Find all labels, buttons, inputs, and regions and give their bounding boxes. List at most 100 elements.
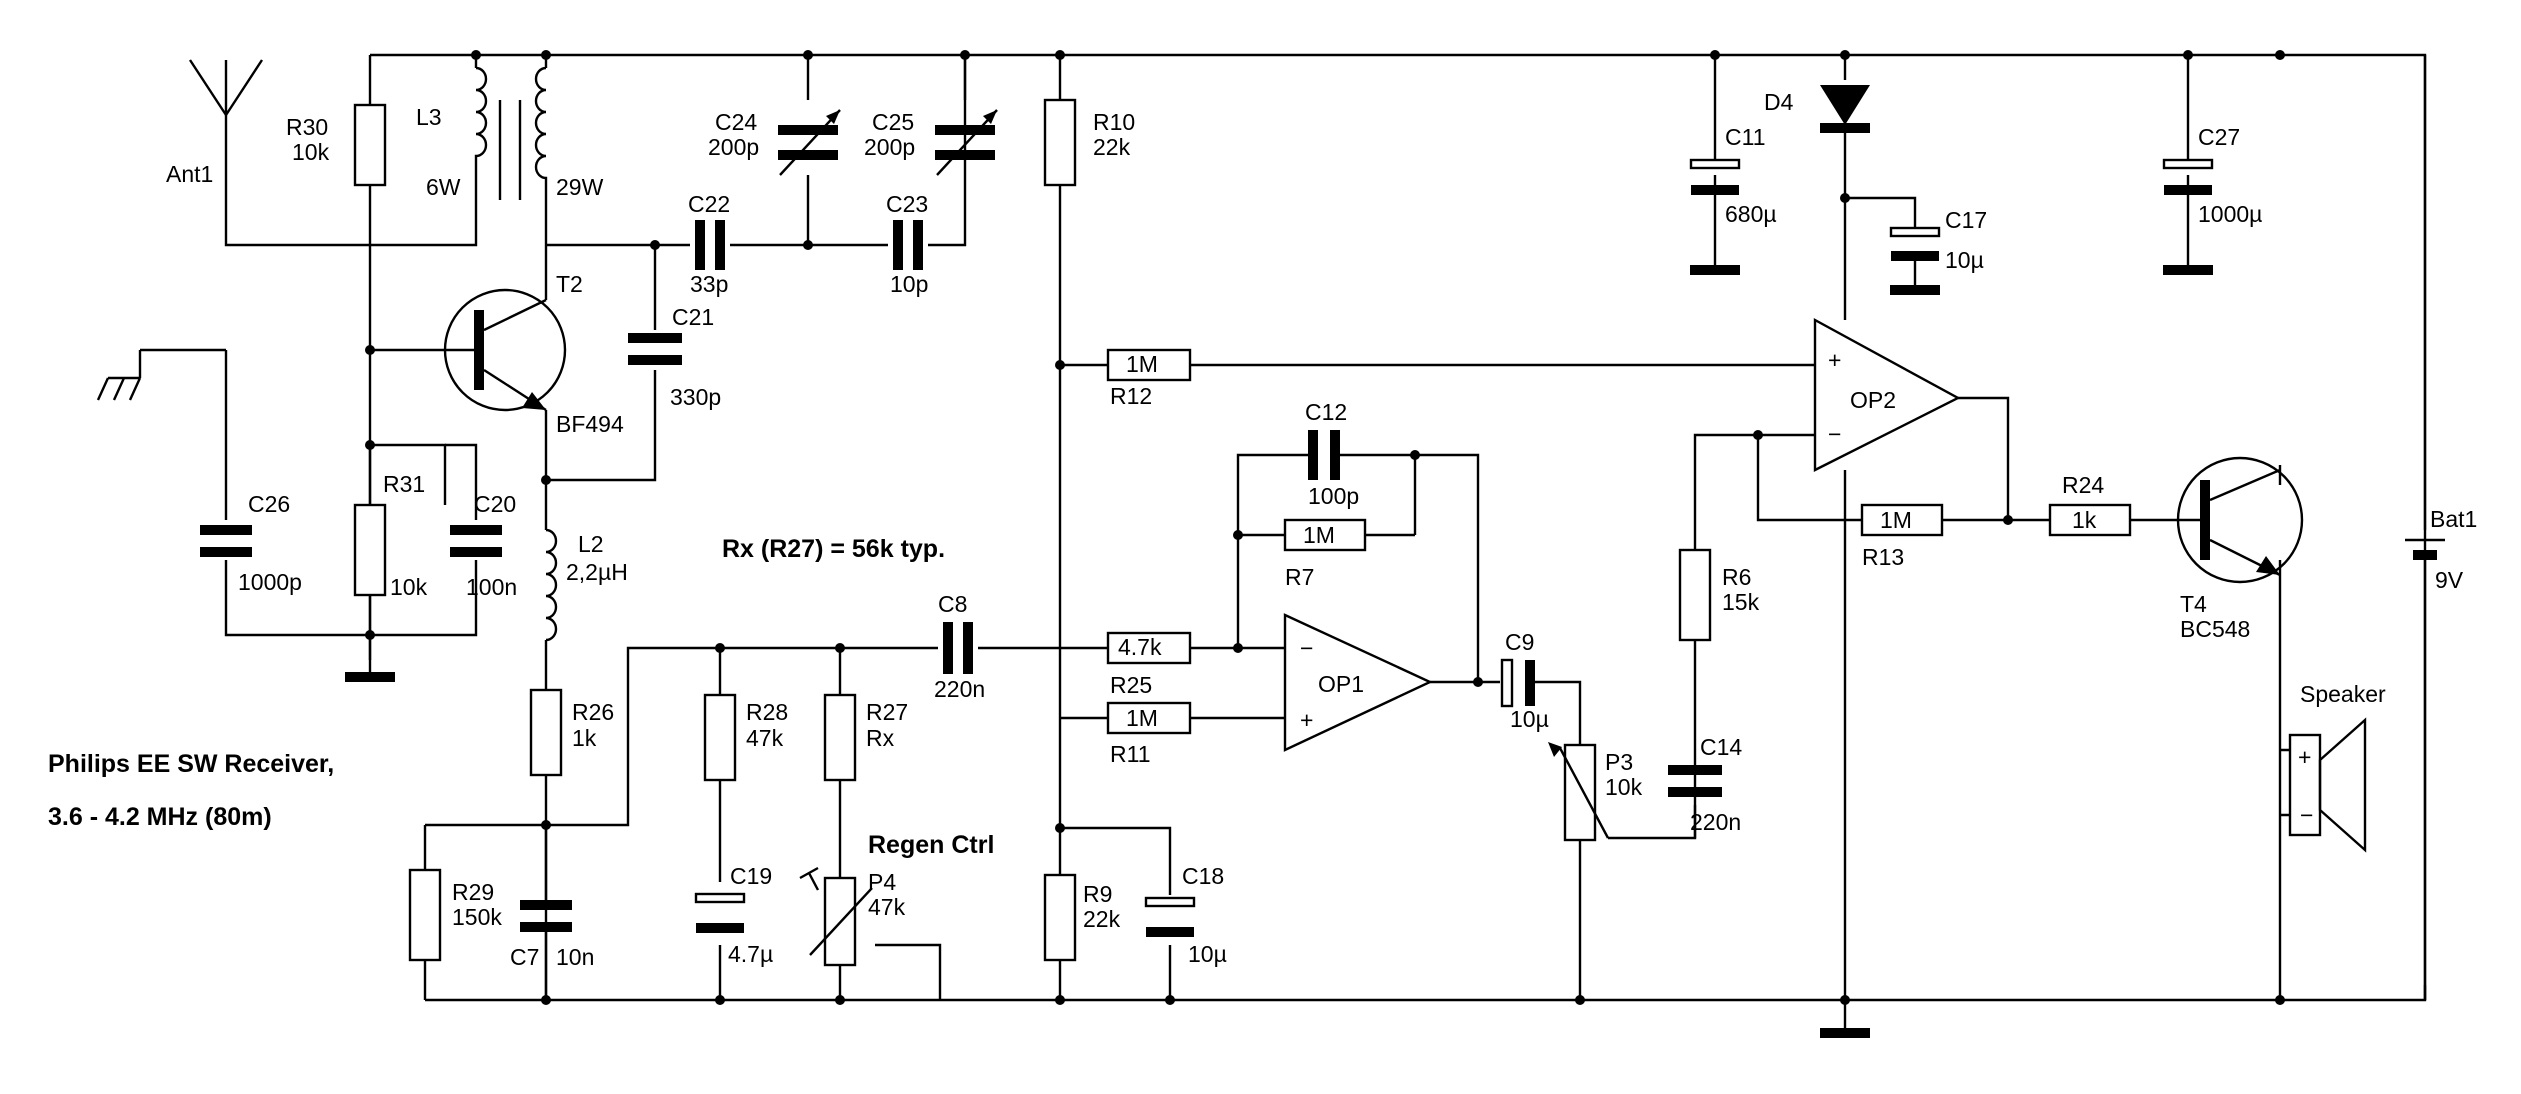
resistor-r26: R26 1k (529, 688, 614, 777)
antenna-ant1: Ant1 (166, 59, 264, 187)
svg-text:9V: 9V (2435, 567, 2464, 593)
transformer-l3: L3 6W 29W (416, 66, 604, 200)
svg-text:C25: C25 (872, 109, 914, 135)
chassis-ground-icon (96, 350, 142, 401)
capacitor-c17: C17 10µ (1889, 207, 1987, 273)
svg-text:10µ: 10µ (1510, 706, 1549, 732)
resistor-r6: R6 15k (1678, 548, 1760, 642)
resistor-r9: R9 22k (1043, 873, 1121, 962)
svg-text:C20: C20 (474, 491, 516, 517)
svg-text:C7: C7 (510, 944, 539, 970)
svg-text:15k: 15k (1722, 589, 1760, 615)
capacitor-c8: C8 220n (934, 591, 985, 702)
potentiometer-p3: P3 10k (1548, 742, 1643, 842)
svg-text:R31: R31 (383, 471, 425, 497)
svg-text:C8: C8 (938, 591, 967, 617)
svg-text:10k: 10k (390, 574, 428, 600)
speaker-icon: + − Speaker (2288, 681, 2386, 853)
svg-text:1M: 1M (1303, 522, 1335, 548)
capacitor-c21: C21 330p (628, 304, 721, 410)
svg-text:C26: C26 (248, 491, 290, 517)
svg-text:C19: C19 (730, 863, 772, 889)
svg-text:Rx: Rx (866, 725, 895, 751)
svg-text:47k: 47k (746, 725, 784, 751)
inductor-l2: L2 2,2µH (545, 528, 628, 642)
svg-text:C17: C17 (1945, 207, 1987, 233)
capacitor-c20: C20 100n (450, 491, 517, 600)
trimmer-capacitor-c25: C25 200p (864, 109, 998, 176)
svg-text:C18: C18 (1182, 863, 1224, 889)
svg-text:29W: 29W (556, 174, 604, 200)
svg-text:+: + (1300, 707, 1313, 733)
svg-text:+: + (2298, 744, 2311, 770)
svg-text:Bat1: Bat1 (2430, 506, 2477, 532)
svg-text:R25: R25 (1110, 672, 1152, 698)
svg-text:220n: 220n (1690, 809, 1741, 835)
resistor-r30: R30 10k (286, 103, 387, 187)
svg-text:R7: R7 (1285, 564, 1314, 590)
resistor-r10: R10 22k (1043, 98, 1135, 187)
capacitor-c7: C7 10n (510, 825, 594, 1000)
resistor-r25: 4.7k R25 (1106, 631, 1192, 698)
svg-text:R12: R12 (1110, 383, 1152, 409)
svg-text:−: − (1300, 635, 1313, 661)
resistor-r12: 1M R12 (1106, 348, 1192, 409)
capacitor-c27: C27 1000µ (2162, 124, 2262, 227)
resistor-r31: R31 10k (353, 471, 428, 600)
capacitor-c22: C22 33p (688, 191, 730, 297)
transistor-t2: T2 BF494 (443, 271, 624, 437)
resistor-r7: 1M R7 (1283, 518, 1367, 590)
svg-text:22k: 22k (1083, 906, 1121, 932)
svg-text:D4: D4 (1764, 89, 1794, 115)
svg-text:R27: R27 (866, 699, 908, 725)
svg-text:+: + (1828, 347, 1841, 373)
svg-text:6W: 6W (426, 174, 461, 200)
svg-text:680µ: 680µ (1725, 201, 1777, 227)
svg-text:OP2: OP2 (1850, 387, 1896, 413)
svg-text:R11: R11 (1110, 741, 1151, 767)
capacitor-c14: C14 220n (1668, 734, 1742, 835)
junction-dots (365, 50, 2285, 1005)
svg-text:1k: 1k (2072, 507, 2097, 533)
capacitor-c9: C9 10µ (1500, 629, 1549, 732)
svg-text:1M: 1M (1126, 705, 1158, 731)
svg-text:C14: C14 (1700, 734, 1742, 760)
svg-text:4.7k: 4.7k (1118, 634, 1162, 660)
svg-text:P4: P4 (868, 869, 896, 895)
svg-text:R26: R26 (572, 699, 614, 725)
battery-bat1: Bat1 9V (2405, 55, 2477, 1000)
svg-text:1M: 1M (1126, 351, 1158, 377)
svg-text:2,2µH: 2,2µH (566, 559, 628, 585)
svg-text:C22: C22 (688, 191, 730, 217)
svg-text:R28: R28 (746, 699, 788, 725)
svg-text:L3: L3 (416, 104, 442, 130)
capacitor-c23: C23 10p (886, 191, 928, 297)
svg-text:100p: 100p (1308, 483, 1359, 509)
svg-text:BF494: BF494 (556, 411, 624, 437)
resistor-r13: 1M R13 (1860, 503, 1944, 570)
svg-text:200p: 200p (864, 134, 915, 160)
svg-text:T4: T4 (2180, 591, 2207, 617)
svg-text:C11: C11 (1725, 124, 1766, 150)
svg-text:200p: 200p (708, 134, 759, 160)
svg-text:R9: R9 (1083, 881, 1112, 907)
svg-text:C24: C24 (715, 109, 757, 135)
svg-text:P3: P3 (1605, 749, 1633, 775)
svg-text:Speaker: Speaker (2300, 681, 2386, 707)
svg-text:150k: 150k (452, 904, 502, 930)
svg-text:Ant1: Ant1 (166, 161, 213, 187)
svg-text:C21: C21 (672, 304, 714, 330)
svg-text:47k: 47k (868, 894, 906, 920)
opamp-op2: + − OP2 (1813, 317, 1961, 472)
svg-text:T2: T2 (556, 271, 583, 297)
svg-text:33p: 33p (690, 271, 728, 297)
svg-text:10k: 10k (292, 139, 330, 165)
resistor-r29: R29 150k (408, 868, 502, 962)
svg-text:R24: R24 (2062, 472, 2104, 498)
svg-text:10µ: 10µ (1945, 247, 1984, 273)
capacitor-c26: C26 1000p (200, 491, 302, 595)
svg-text:L2: L2 (578, 531, 604, 557)
rx-note: Rx (R27) = 56k typ. (722, 535, 945, 563)
svg-text:1000p: 1000p (238, 569, 302, 595)
